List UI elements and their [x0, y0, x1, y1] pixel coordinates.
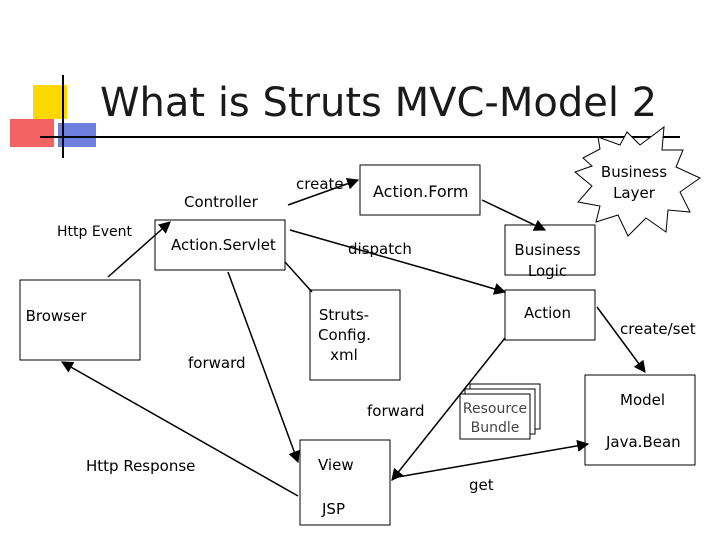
view-label: View	[318, 456, 354, 474]
struts-config-box	[309, 289, 401, 381]
controller-label: Controller	[184, 193, 258, 211]
get-label: get	[469, 476, 494, 494]
arrow-forward-right	[391, 337, 506, 481]
action-servlet-box	[154, 219, 286, 271]
business-layer-label: Business Layer	[596, 162, 672, 204]
action-form-label: Action.Form	[373, 182, 469, 201]
action-label: Action	[524, 304, 571, 322]
struts-config-line-3: xml	[330, 346, 358, 364]
business-layer-starburst	[573, 125, 702, 237]
struts-config-label: Struts- Config. xml	[318, 305, 371, 365]
resource-bundle-line-1: Resource	[462, 401, 528, 417]
model-box	[584, 374, 696, 466]
arrow-http-event	[107, 221, 171, 278]
arrow-create-set	[596, 306, 646, 373]
action-form-box	[359, 164, 481, 216]
business-logic-line-1: Business	[514, 241, 581, 259]
resource-bundle-label: Resource Bundle	[460, 400, 530, 438]
struts-config-line-1: Struts-	[318, 306, 370, 324]
arrow-servlet-to-config	[284, 261, 313, 293]
jsp-label: JSP	[322, 500, 345, 518]
action-box	[504, 289, 596, 341]
view-box	[299, 439, 391, 526]
business-logic-label: Business Logic	[505, 240, 590, 282]
create-set-label: create/set	[620, 320, 696, 338]
logo-blue-square	[58, 123, 96, 147]
business-logic-line-2: Logic	[527, 262, 568, 280]
resource-bundle-line-2: Bundle	[470, 420, 520, 436]
business-logic-box	[504, 224, 596, 276]
business-layer-line-1: Business	[600, 163, 668, 181]
page-title: What is Struts MVC-Model 2	[100, 80, 658, 126]
forward-right-label: forward	[367, 402, 425, 420]
arrow-forward-left	[227, 271, 300, 464]
http-response-label: Http Response	[86, 457, 196, 475]
http-event-label: Http Event	[57, 224, 132, 240]
arrow-dispatch	[289, 229, 507, 295]
create-label: create	[296, 175, 344, 193]
arrow-create	[287, 177, 360, 206]
action-servlet-label: Action.Servlet	[171, 236, 276, 254]
logo-yellow-square	[33, 85, 67, 119]
business-layer-line-2: Layer	[613, 184, 655, 202]
arrow-action-form-to-logic	[481, 199, 547, 231]
logo-red-square	[10, 119, 54, 147]
dispatch-label: dispatch	[348, 240, 412, 258]
browser-label: Browser	[25, 307, 87, 325]
model-label: Model	[620, 391, 666, 409]
browser-box	[19, 279, 141, 361]
java-bean-label: Java.Bean	[606, 433, 681, 451]
arrow-get	[391, 439, 590, 479]
struts-config-line-2: Config.	[318, 326, 371, 344]
forward-left-label: forward	[188, 354, 246, 372]
resource-bundle-stack	[459, 383, 541, 440]
arrow-http-response	[60, 361, 299, 497]
